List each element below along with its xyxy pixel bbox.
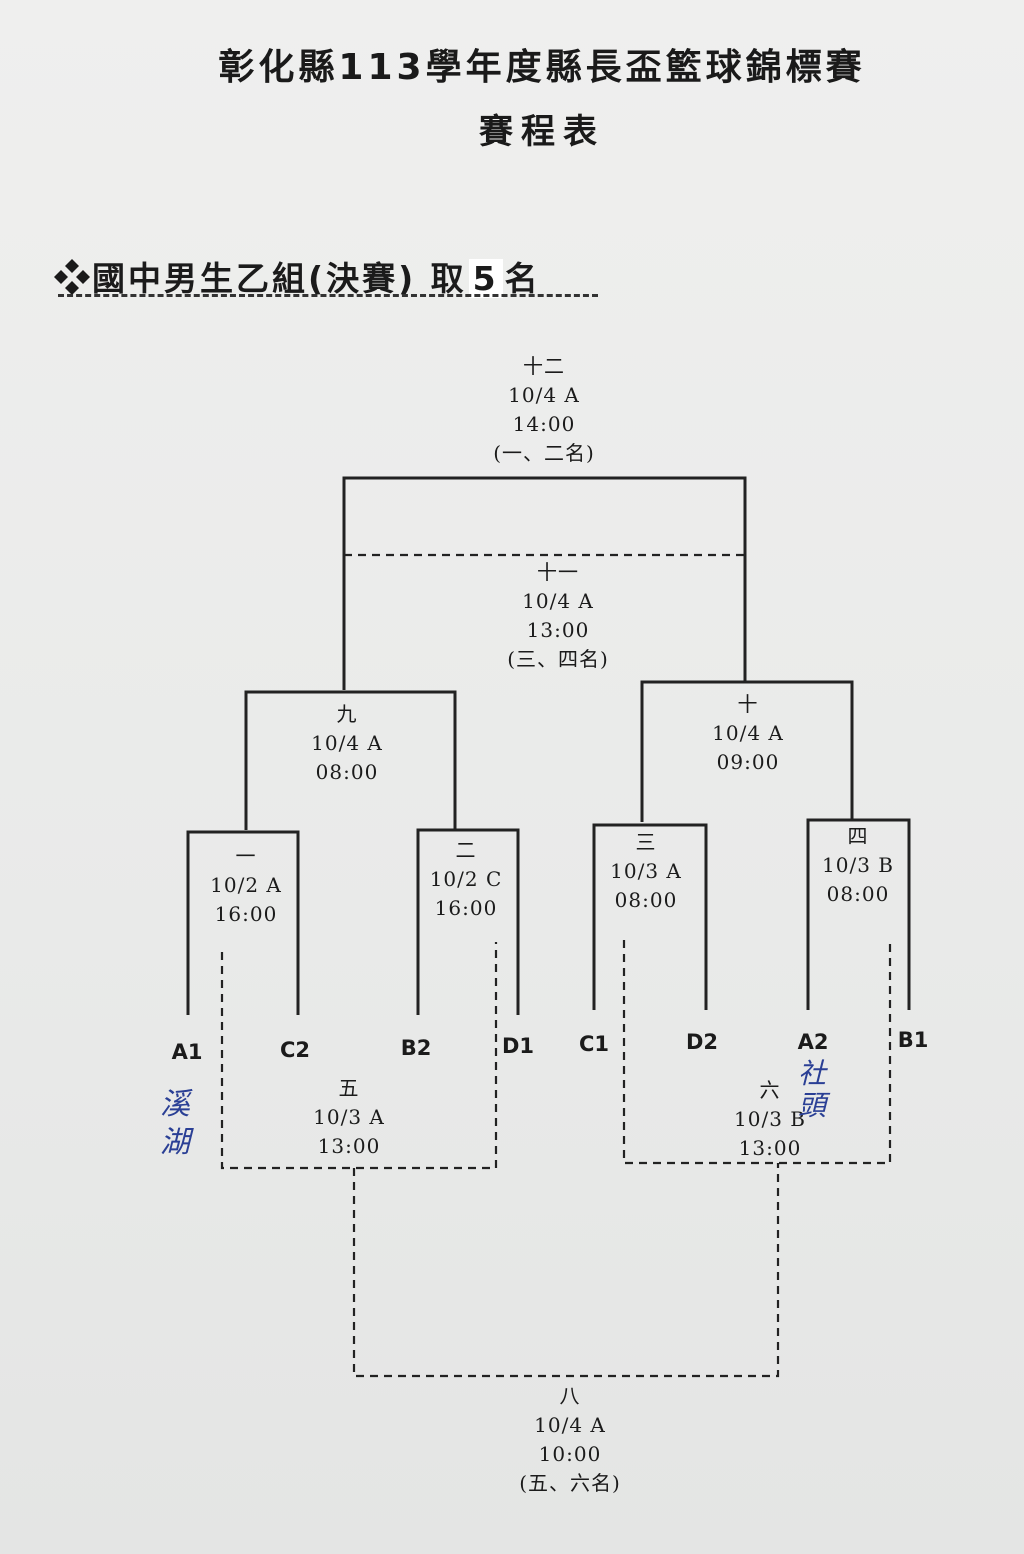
- page-subtitle: 賽程表: [479, 112, 605, 152]
- match-10: 十 10/4 A 09:00: [712, 690, 784, 777]
- team-slot: C2: [279, 1038, 311, 1062]
- match-number: 十二: [522, 354, 565, 378]
- diamond-cluster-icon: [52, 257, 92, 305]
- handwritten-team-right: 社頭: [798, 1057, 827, 1122]
- bracket-line-m8: [352, 1163, 780, 1378]
- match-time: 13:00: [317, 1134, 381, 1158]
- match-11: 十一 10/4 A 13:00 (三、四名): [507, 558, 609, 674]
- page-title: 彰化縣113學年度縣長盃籃球錦標賽: [218, 47, 866, 88]
- match-date: 10/3 A: [610, 859, 682, 883]
- match-note: (三、四名): [507, 647, 609, 671]
- match-time: 14:00: [512, 412, 576, 436]
- team-slot: D1: [501, 1034, 535, 1058]
- bracket-line-m10: [640, 680, 854, 822]
- match-3: 三 10/3 A 08:00: [610, 828, 682, 915]
- team-slot: B2: [400, 1036, 432, 1060]
- match-time: 08:00: [826, 882, 890, 906]
- bracket-line-m2: [416, 828, 520, 1015]
- match-12: 十二 10/4 A 14:00 (一、二名): [493, 352, 595, 468]
- match-time: 13:00: [738, 1136, 802, 1160]
- match-note: (五、六名): [519, 1471, 621, 1495]
- bracket-line-m3: [592, 823, 708, 1010]
- match-time: 10:00: [538, 1442, 602, 1466]
- heading-underline: [58, 294, 598, 297]
- match-1: 一 10/2 A 16:00: [210, 842, 282, 929]
- match-number: 九: [336, 702, 358, 726]
- team-slot: B1: [897, 1028, 929, 1052]
- section-heading-text: 國中男生乙組(決賽) 取: [92, 259, 467, 298]
- match-date: 10/4 A: [522, 589, 594, 613]
- bracket-line-m5: [220, 942, 498, 1170]
- match-date: 10/4 A: [311, 731, 383, 755]
- match-date: 10/4 A: [712, 721, 784, 745]
- match-5: 五 10/3 A 13:00: [313, 1074, 385, 1161]
- bracket-line-m9: [244, 690, 457, 830]
- match-9: 九 10/4 A 08:00: [311, 700, 383, 787]
- match-time: 09:00: [716, 750, 780, 774]
- match-time: 13:00: [526, 618, 590, 642]
- match-number: 二: [455, 838, 477, 862]
- match-date: 10/4 A: [508, 383, 580, 407]
- place-count: 5: [468, 259, 503, 298]
- team-slot: A1: [171, 1040, 203, 1064]
- match-time: 16:00: [434, 896, 498, 920]
- match-date: 10/3 A: [313, 1105, 385, 1129]
- match-6: 六 10/3 B 13:00: [734, 1076, 806, 1163]
- match-note: (一、二名): [493, 441, 595, 465]
- section-heading-suffix: 名: [504, 259, 541, 298]
- match-4: 四 10/3 B 08:00: [822, 822, 894, 909]
- match-2: 二 10/2 C 16:00: [430, 836, 503, 923]
- match-number: 三: [635, 830, 657, 854]
- bracket-line-m6: [622, 938, 892, 1165]
- match-time: 16:00: [214, 902, 278, 926]
- bracket-line-m1: [186, 830, 300, 1015]
- bracket-line-m12: [342, 476, 747, 690]
- match-number: 十: [737, 692, 759, 716]
- match-time: 08:00: [315, 760, 379, 784]
- match-number: 十一: [536, 560, 579, 584]
- match-number: 五: [338, 1076, 360, 1100]
- team-slot: D2: [685, 1030, 719, 1054]
- match-date: 10/4 A: [534, 1413, 606, 1437]
- match-date: 10/3 B: [822, 853, 894, 877]
- match-date: 10/2 A: [210, 873, 282, 897]
- match-number: 一: [235, 844, 257, 868]
- team-slot: C1: [578, 1032, 610, 1056]
- bracket-line-m4: [806, 818, 911, 1010]
- handwritten-team-left: 溪湖: [160, 1087, 190, 1160]
- match-time: 08:00: [614, 888, 678, 912]
- match-date: 10/2 C: [429, 867, 503, 891]
- match-date: 10/3 B: [734, 1107, 806, 1131]
- match-8: 八 10/4 A 10:00 (五、六名): [519, 1382, 621, 1498]
- team-slot: A2: [797, 1030, 829, 1054]
- match-number: 八: [559, 1384, 581, 1408]
- match-number: 六: [759, 1078, 781, 1102]
- match-number: 四: [847, 824, 869, 848]
